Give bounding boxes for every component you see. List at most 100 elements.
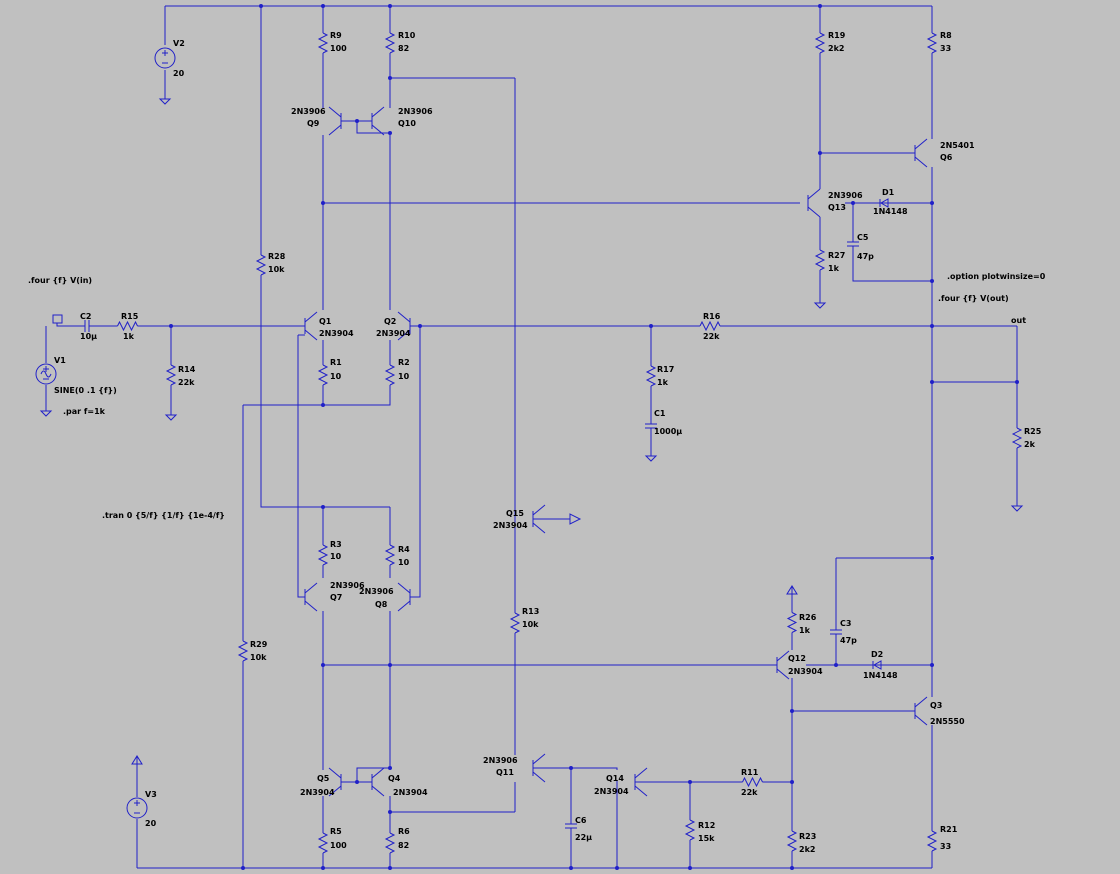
junction-dot	[569, 866, 573, 870]
q9-value: 2N3906	[291, 107, 326, 116]
supply-arrow	[560, 513, 582, 525]
r26-ref: R26	[799, 613, 817, 622]
c5-ref: C5	[857, 233, 869, 242]
r13-value: 10k	[522, 620, 539, 629]
r5-resistor	[317, 828, 329, 858]
q6-transistor	[914, 138, 928, 168]
q8-value: 2N3906	[359, 587, 394, 596]
v1-voltage-source	[35, 363, 57, 385]
ground-symbol	[1010, 500, 1024, 512]
junction-dot	[930, 324, 934, 328]
v3-value: 20	[145, 819, 157, 828]
wire	[297, 335, 305, 598]
r17-resistor	[645, 360, 657, 392]
r16-resistor	[695, 320, 725, 332]
junction-dot	[615, 866, 619, 870]
r21-ref: R21	[940, 825, 958, 834]
q15-value: 2N3904	[493, 521, 528, 530]
junction-dot	[388, 663, 392, 667]
q11-ref: Q11	[496, 768, 514, 777]
d1-diode	[868, 198, 900, 208]
q9-transistor	[328, 106, 342, 136]
v2-value: 20	[173, 69, 185, 78]
r13-ref: R13	[522, 607, 539, 616]
q3-ref: Q3	[930, 701, 942, 710]
q13-ref: Q13	[828, 203, 846, 212]
q12-value: 2N3904	[788, 667, 823, 676]
r6-value: 82	[398, 841, 409, 850]
r1-ref: R1	[330, 358, 342, 367]
d2-ref: D2	[871, 650, 883, 659]
four-directive-out: .four {f} V(out)	[938, 294, 1009, 303]
r25-ref: R25	[1024, 427, 1042, 436]
q4-transistor	[371, 767, 385, 797]
q3-value: 2N5550	[930, 717, 965, 726]
r1-value: 10	[330, 372, 342, 381]
c2-value: 10µ	[80, 332, 97, 341]
r10-resistor	[384, 26, 396, 60]
q7-ref: Q7	[330, 593, 342, 602]
r16-ref: R16	[703, 312, 721, 321]
r28-resistor	[255, 250, 267, 280]
r14-ref: R14	[178, 365, 196, 374]
r8-resistor	[926, 26, 938, 60]
wire	[410, 326, 421, 598]
d2-diode	[865, 660, 889, 670]
junction-dot	[688, 866, 692, 870]
c2-capacitor	[80, 320, 94, 332]
c1-ref: C1	[654, 409, 666, 418]
q2-value: 2N3904	[376, 329, 411, 338]
q9-ref: Q9	[307, 119, 320, 128]
q4-ref: Q4	[388, 774, 401, 783]
r28-value: 10k	[268, 265, 285, 274]
wire	[356, 767, 390, 782]
d1-value: 1N4148	[873, 207, 908, 216]
r12-ref: R12	[698, 821, 715, 830]
q7-value: 2N3906	[330, 581, 365, 590]
q5-transistor	[328, 767, 342, 797]
r2-ref: R2	[398, 358, 410, 367]
r25-value: 2k	[1024, 440, 1036, 449]
r17-ref: R17	[657, 365, 674, 374]
q12-transistor	[776, 650, 790, 680]
q13-transistor	[807, 188, 821, 218]
r27-resistor	[814, 240, 826, 280]
wires	[45, 4, 1019, 870]
r29-value: 10k	[250, 653, 267, 662]
r5-ref: R5	[330, 827, 342, 836]
r9-value: 100	[330, 44, 347, 53]
q1-ref: Q1	[319, 317, 332, 326]
q10-value: 2N3906	[398, 107, 433, 116]
junction-dot	[388, 810, 392, 814]
r2-resistor	[384, 355, 396, 395]
junction-dot	[1015, 380, 1019, 384]
r12-resistor	[684, 815, 696, 845]
r16-value: 22k	[703, 332, 720, 341]
c1-value: 1000µ	[654, 427, 682, 436]
c2-ref: C2	[80, 312, 91, 321]
r4-value: 10	[398, 558, 410, 567]
q5-ref: Q5	[317, 774, 330, 783]
wire	[852, 256, 932, 282]
r11-value: 22k	[741, 788, 758, 797]
c6-value: 22µ	[575, 833, 592, 842]
r11-resistor	[735, 776, 770, 788]
q14-ref: Q14	[606, 774, 624, 783]
q1-transistor	[304, 311, 318, 341]
junction-dot	[388, 866, 392, 870]
ground-symbol	[644, 450, 658, 462]
r8-value: 33	[940, 44, 951, 53]
r11-ref: R11	[741, 768, 759, 777]
r27-value: 1k	[828, 264, 840, 273]
c6-ref: C6	[575, 816, 587, 825]
option-directive: .option plotwinsize=0	[947, 272, 1046, 281]
r9-resistor	[317, 26, 329, 60]
q10-ref: Q10	[398, 119, 416, 128]
r15-ref: R15	[121, 312, 139, 321]
q6-ref: Q6	[940, 153, 953, 162]
supply-arrow	[131, 755, 143, 765]
c3-ref: C3	[840, 619, 851, 628]
r5-value: 100	[330, 841, 347, 850]
q8-transistor	[397, 582, 411, 612]
q14-transistor	[634, 767, 648, 797]
